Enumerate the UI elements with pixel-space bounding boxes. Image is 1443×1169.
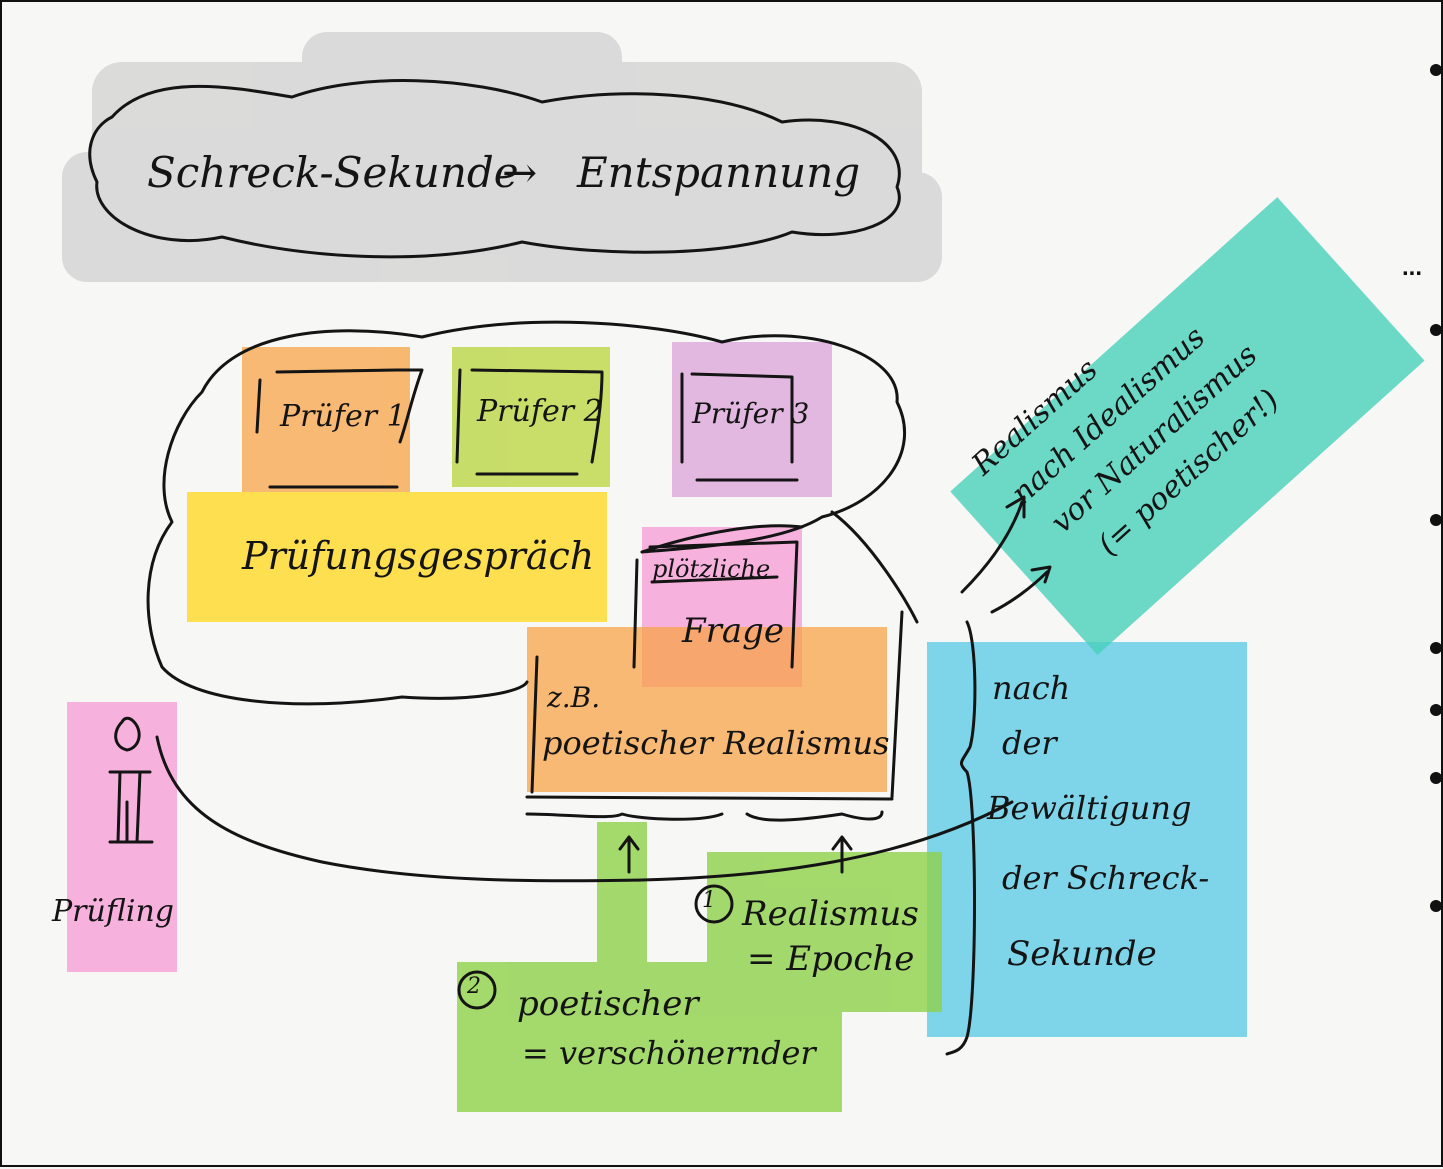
question-line-2: Frage <box>682 611 784 651</box>
examiner-1-label: Prüfer 1 <box>280 399 406 434</box>
examiner-3-highlight <box>672 342 832 497</box>
cloud-arrow-glyph: → <box>502 148 538 197</box>
side-bullet <box>1430 900 1442 912</box>
examiner-3-label: Prüfer 3 <box>692 397 810 430</box>
side-bullet <box>1430 64 1442 76</box>
after-note-line-2: der <box>1002 724 1057 762</box>
conversation-highlight <box>187 492 607 622</box>
candidate-figure <box>108 716 154 844</box>
examiner-3-frame <box>680 372 799 482</box>
candidate-label: Prüfling <box>52 894 174 929</box>
top-cloud-outline <box>88 79 901 259</box>
example-prefix: z.B. <box>547 681 601 714</box>
example-frame <box>525 610 904 801</box>
after-note-line-5: Sekunde <box>1007 934 1157 974</box>
conversation-label: Prüfungsgespräch <box>242 534 595 578</box>
after-note-highlight <box>927 642 1247 1037</box>
definition-2-term: poetischer <box>517 984 699 1024</box>
example-text: poetischer Realismus <box>542 724 890 762</box>
arrow-up-2 <box>831 835 853 874</box>
definition-1-meaning: = Epoche <box>747 939 915 979</box>
gray-highlight <box>62 32 942 282</box>
arrow-up-1 <box>618 835 640 874</box>
arrow-to-diagonal-2 <box>990 565 1052 614</box>
after-note-line-3: Bewältigung <box>987 789 1192 827</box>
example-highlight <box>527 627 887 792</box>
definition-1-number: 1 <box>702 888 716 913</box>
side-ellipsis: ... <box>1402 254 1423 281</box>
question-line-1: plötzliche <box>652 555 771 583</box>
side-bullet <box>1430 514 1442 526</box>
example-braces <box>525 810 884 822</box>
examiner-2-label: Prüfer 2 <box>477 394 603 429</box>
after-note-line-4: der Schreck- <box>1002 859 1210 897</box>
examiner-1-frame <box>255 368 424 489</box>
side-bullet <box>1430 324 1442 336</box>
examiner-2-frame <box>455 368 604 476</box>
question-frame <box>632 540 799 669</box>
big-cloud-outline <box>146 320 907 706</box>
definition-1-term: Realismus <box>742 894 919 934</box>
after-note-line-1: nach <box>992 669 1071 707</box>
definition-2-number: 2 <box>467 974 481 999</box>
cloud-to-text: Entspannung <box>577 148 861 197</box>
cloud-from-text: Schreck-Sekunde <box>147 148 519 197</box>
side-bullet <box>1430 642 1442 654</box>
side-bullet <box>1430 772 1442 784</box>
right-brace <box>945 620 977 1056</box>
side-bullet <box>1430 704 1442 716</box>
diagonal-highlight <box>950 197 1425 656</box>
candidate-loop <box>155 735 1014 883</box>
arrow-to-diagonal-1 <box>960 495 1026 594</box>
definition-2-meaning: = verschönernder <box>522 1034 816 1072</box>
definitions-highlight <box>457 822 942 1112</box>
